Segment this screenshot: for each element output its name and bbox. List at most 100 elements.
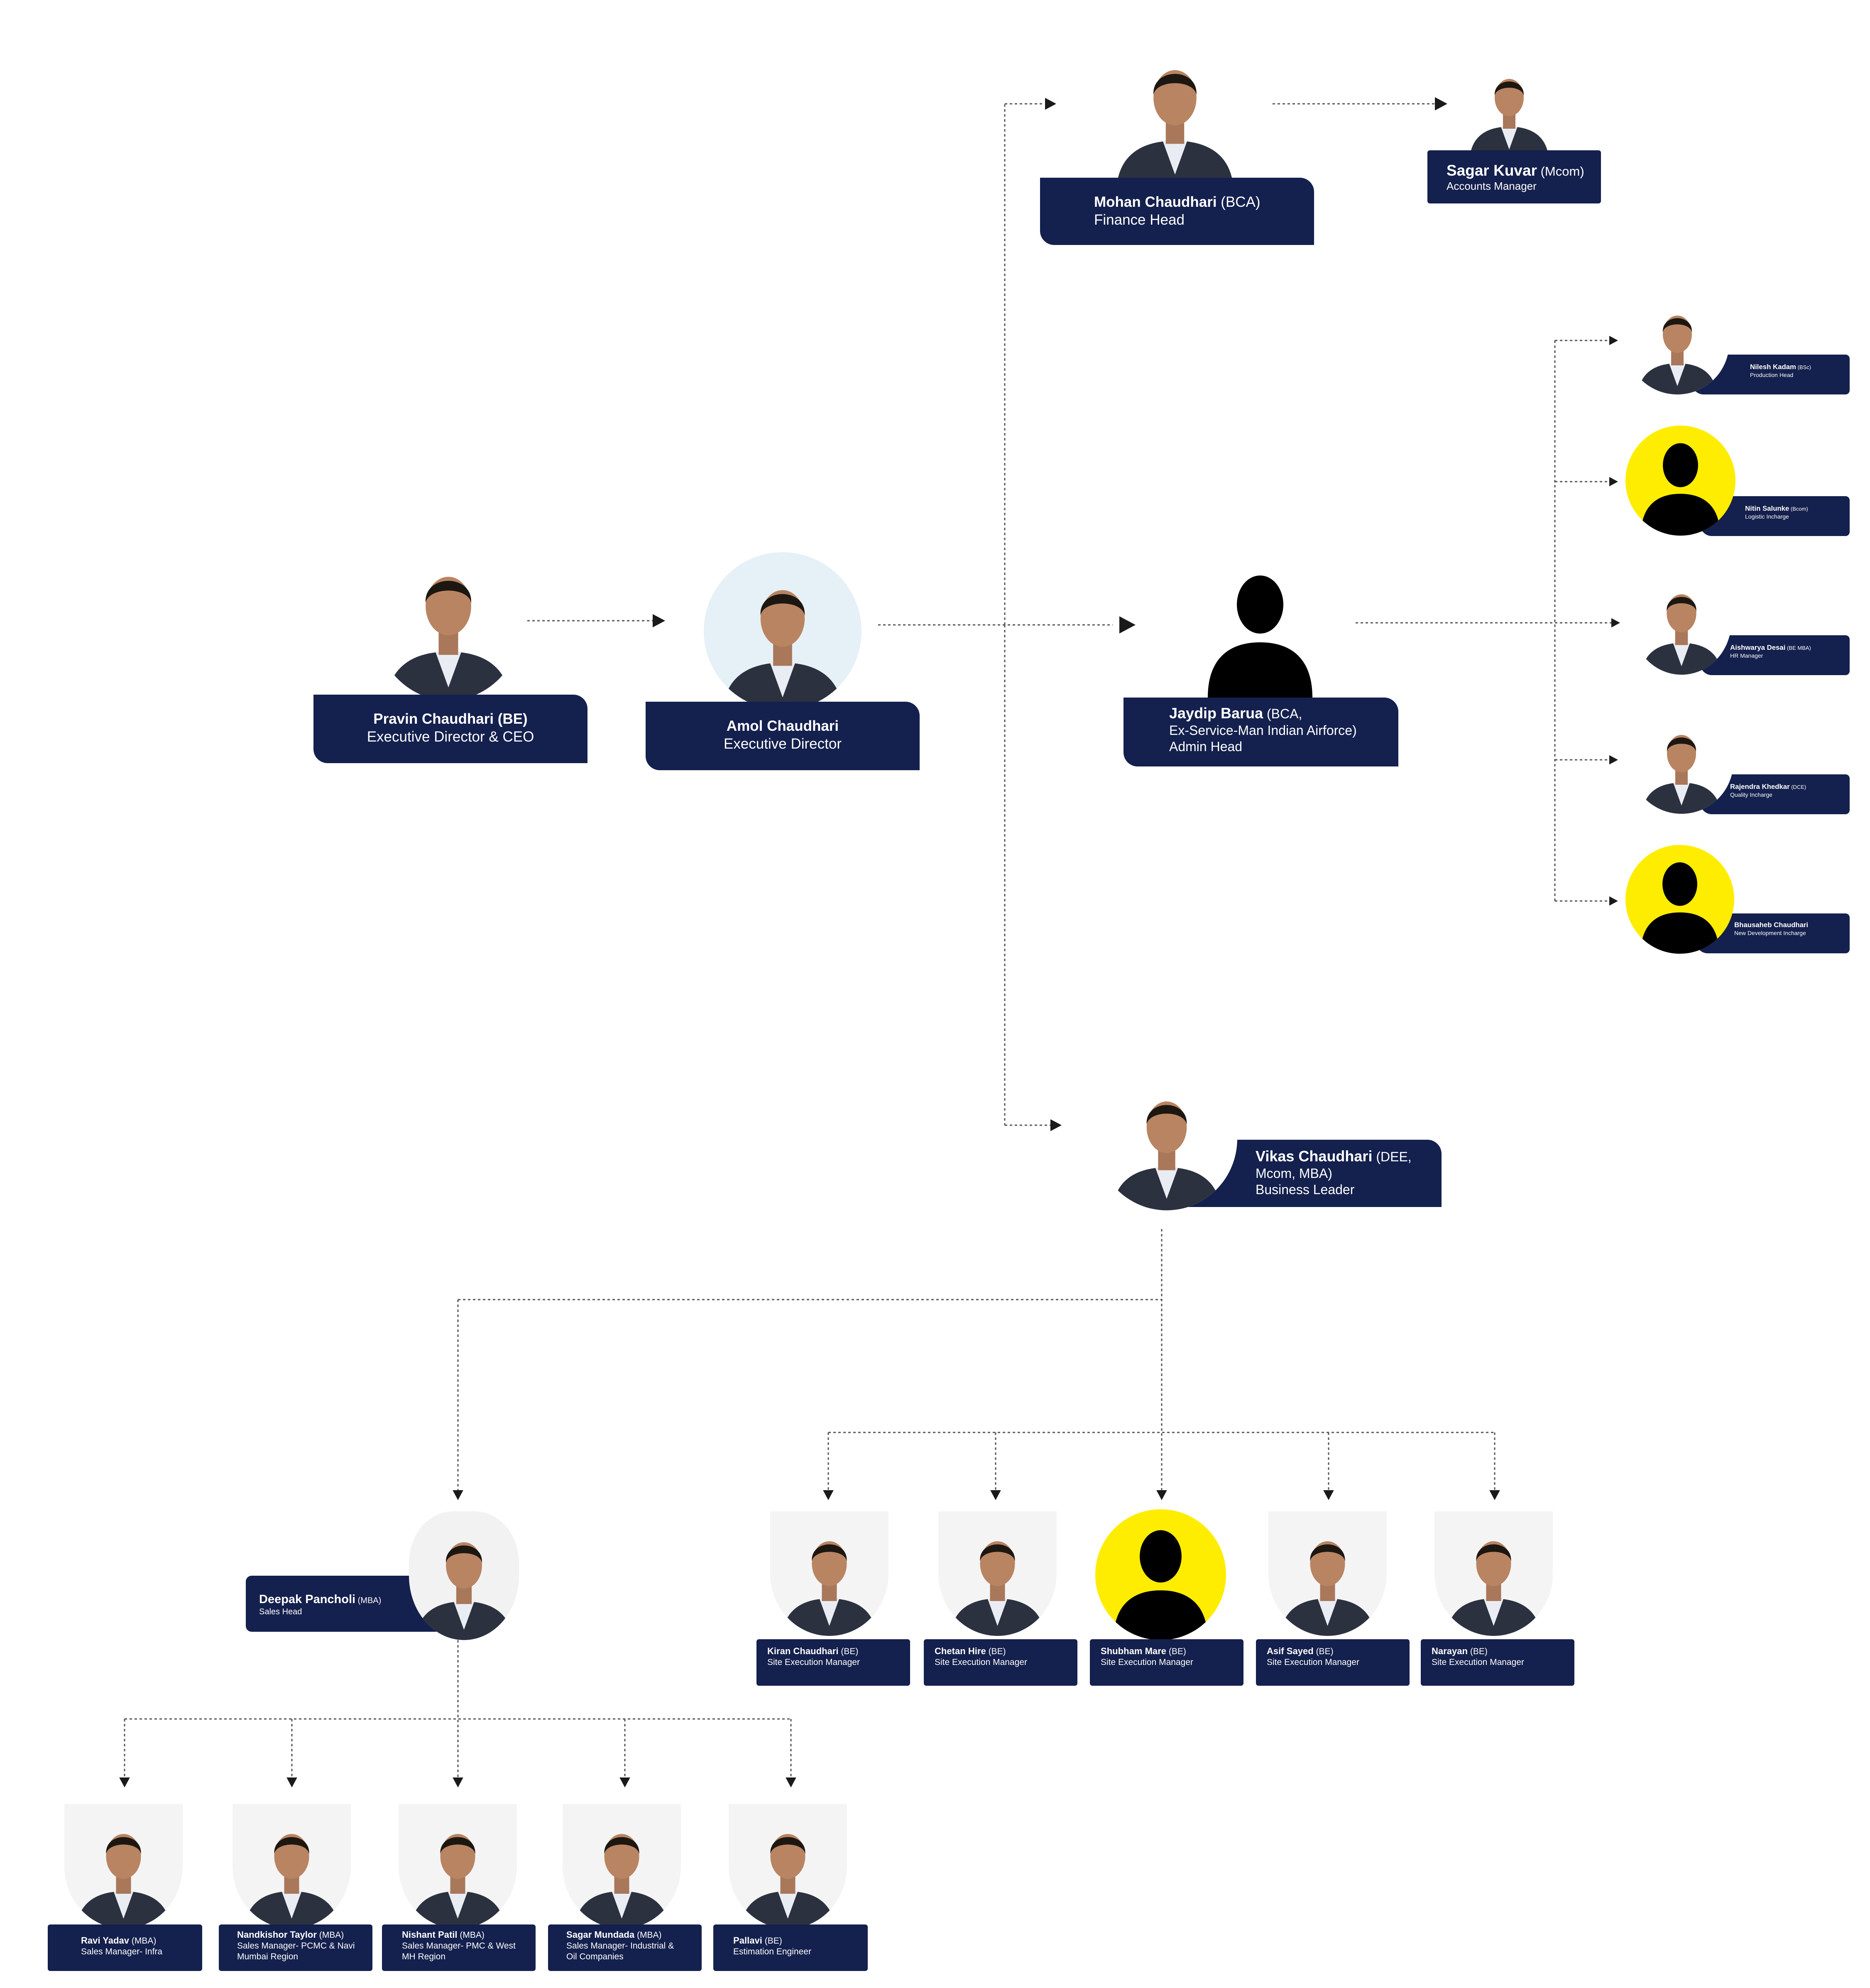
arrowhead-icon	[1609, 335, 1618, 345]
photo-aishwarya	[1632, 569, 1731, 675]
name-ravi: Ravi Yadav	[81, 1935, 130, 1946]
connector-arrows	[119, 97, 1620, 1787]
photo-jaydip	[1192, 552, 1329, 698]
role-aishwarya: HR Manager	[1730, 652, 1763, 659]
arrowhead-icon	[1119, 616, 1136, 634]
portrait-icon	[563, 1804, 681, 1929]
name-vikas: Vikas Chaudhari	[1256, 1148, 1373, 1165]
arrowhead-icon	[619, 1777, 630, 1787]
portrait-icon	[374, 538, 523, 700]
arrowhead-icon	[1489, 1490, 1500, 1500]
role-asif: Site Execution Manager	[1267, 1657, 1359, 1667]
label-pravin: Pravin Chaudhari (BE) Executive Director…	[313, 695, 587, 763]
photo-narayan	[1434, 1511, 1553, 1636]
role2-nishant: MH Region	[402, 1951, 446, 1961]
name-amol: Amol Chaudhari	[726, 718, 839, 734]
qual-chetan: (BE)	[986, 1647, 1006, 1656]
photo-chetan	[938, 1511, 1057, 1636]
arrowhead-icon	[453, 1777, 463, 1787]
role-nitin: Logistic Incharge	[1745, 513, 1789, 520]
label-asif: Asif Sayed (BE) Site Execution Manager	[1256, 1639, 1410, 1686]
role-mohan: Finance Head	[1094, 211, 1185, 228]
portrait-icon	[729, 1804, 847, 1929]
role-kiran: Site Execution Manager	[767, 1657, 860, 1667]
name-nandkishor: Nandkishor Taylor	[237, 1929, 317, 1940]
role2-vikas: Business Leader	[1256, 1182, 1355, 1197]
photo-ravi	[64, 1804, 183, 1929]
portrait-icon	[1434, 1511, 1553, 1636]
qual-ravi: (MBA)	[129, 1936, 157, 1946]
photo-mohan	[1104, 33, 1246, 187]
arrowhead-icon	[1050, 1119, 1062, 1131]
name-pallavi: Pallavi	[733, 1935, 762, 1946]
qual-nandkishor: (MBA)	[316, 1930, 344, 1940]
name-asif: Asif Sayed	[1267, 1646, 1314, 1656]
qual-deepak: (MBA)	[355, 1596, 382, 1605]
name-jaydip: Jaydip Barua	[1169, 705, 1263, 722]
label-ravi: Ravi Yadav (MBA) Sales Manager- Infra	[48, 1924, 202, 1971]
qual-jaydip: (BCA,	[1263, 706, 1302, 721]
photo-pravin	[374, 538, 523, 700]
role-vikas: Mcom, MBA)	[1256, 1165, 1332, 1181]
photo-bhausaheb	[1625, 845, 1734, 954]
label-chetan: Chetan Hire (BE) Site Execution Manager	[924, 1639, 1077, 1686]
role-sagarm: Sales Manager- Industrial &	[566, 1941, 674, 1951]
photo-kiran	[770, 1511, 888, 1636]
role2-nandkishor: Mumbai Region	[237, 1951, 299, 1961]
portrait-icon	[1625, 426, 1735, 536]
label-nishant: Nishant Patil (MBA) Sales Manager- PMC &…	[382, 1924, 536, 1971]
portrait-icon	[1632, 569, 1731, 675]
portrait-icon	[1104, 33, 1246, 187]
photo-pallavi	[729, 1804, 847, 1929]
arrowhead-icon	[990, 1490, 1001, 1500]
qual-nilesh: (BSc)	[1796, 364, 1811, 370]
photo-nitin	[1625, 426, 1735, 536]
photo-nishant	[399, 1804, 517, 1929]
photo-nandkishor	[233, 1804, 351, 1929]
role-nilesh: Production Head	[1750, 371, 1794, 378]
arrowhead-icon	[1609, 896, 1618, 906]
qual-rajendra: (DCE)	[1789, 784, 1806, 790]
qual-shubham: (BE)	[1166, 1647, 1186, 1656]
name-nilesh: Nilesh Kadam	[1750, 363, 1796, 371]
photo-deepak	[409, 1511, 519, 1640]
photo-sagarm	[563, 1804, 681, 1929]
photo-asif	[1268, 1511, 1387, 1636]
arrowhead-icon	[1609, 477, 1618, 487]
arrowhead-icon	[823, 1490, 834, 1500]
portrait-icon	[1625, 845, 1734, 954]
role-rajendra: Quality Incharge	[1730, 791, 1772, 798]
arrowhead-icon	[286, 1777, 297, 1787]
photo-nilesh	[1625, 291, 1729, 394]
qual-narayan: (BE)	[1468, 1647, 1488, 1656]
portrait-icon	[409, 1511, 519, 1640]
name-sagarm: Sagar Mundada	[566, 1929, 635, 1940]
label-shubham: Shubham Mare (BE) Site Execution Manager	[1090, 1639, 1243, 1686]
label-jaydip: Jaydip Barua (BCA, Ex-Service-Man Indian…	[1123, 698, 1398, 766]
label-sagarm: Sagar Mundada (MBA) Sales Manager- Indus…	[548, 1924, 702, 1971]
photo-vikas	[1096, 1067, 1237, 1210]
role-sagark: Accounts Manager	[1447, 180, 1537, 193]
connector-lines	[124, 103, 1613, 1779]
role2-jaydip: Admin Head	[1169, 739, 1243, 754]
qual-sagarm: (MBA)	[634, 1930, 662, 1940]
portrait-icon	[233, 1804, 351, 1929]
portrait-icon	[770, 1511, 888, 1636]
role-pallavi: Estimation Engineer	[733, 1946, 811, 1956]
role-bhausaheb: New Development Incharge	[1734, 929, 1806, 936]
role-ravi: Sales Manager- Infra	[81, 1946, 163, 1956]
portrait-icon	[1268, 1511, 1387, 1636]
arrowhead-icon	[1156, 1490, 1167, 1500]
portrait-icon	[1461, 54, 1557, 158]
role-jaydip: Ex-Service-Man Indian Airforce)	[1169, 722, 1357, 738]
portrait-icon	[1625, 291, 1729, 394]
portrait-icon	[1192, 552, 1329, 698]
arrowhead-icon	[1609, 755, 1618, 765]
name-rajendra: Rajendra Khedkar	[1730, 783, 1790, 791]
portrait-icon	[399, 1804, 517, 1929]
photo-sagark	[1461, 54, 1557, 158]
role2-sagarm: Oil Companies	[566, 1951, 624, 1961]
label-kiran: Kiran Chaudhari (BE) Site Execution Mana…	[756, 1639, 910, 1686]
label-amol: Amol Chaudhari Executive Director	[646, 702, 920, 770]
